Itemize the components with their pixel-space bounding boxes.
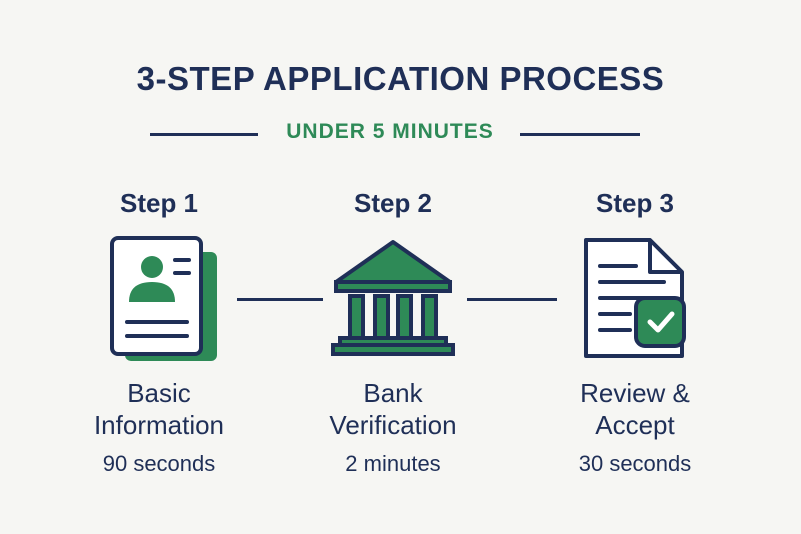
step-2-label: Step 2 bbox=[353, 188, 433, 218]
document-checkmark-icon bbox=[584, 238, 686, 358]
step-3-label: Step 3 bbox=[595, 188, 675, 218]
step-1-name: Basic Information bbox=[59, 377, 259, 441]
step-1-time: 90 seconds bbox=[102, 451, 216, 476]
connector-2-3 bbox=[467, 298, 557, 301]
step-1-label: Step 1 bbox=[119, 188, 199, 218]
step-3-name: Review & Accept bbox=[535, 377, 735, 441]
step-3-name-line-1: Review & bbox=[580, 378, 690, 408]
step-1-name-line-2: Information bbox=[93, 410, 225, 440]
subtitle-row: UNDER 5 MINUTES bbox=[0, 118, 801, 150]
subtitle: UNDER 5 MINUTES bbox=[286, 120, 494, 143]
page-title: 3-STEP APPLICATION PROCESS bbox=[136, 60, 665, 97]
step-3-name-line-2: Accept bbox=[595, 410, 675, 440]
subtitle-rule-left bbox=[150, 133, 258, 136]
step-2-time: 2 minutes bbox=[345, 451, 441, 476]
bank-building-icon bbox=[331, 240, 455, 356]
step-1-name-line-1: Basic bbox=[127, 378, 191, 408]
profile-document-icon bbox=[110, 236, 217, 361]
step-2-name: Bank Verification bbox=[293, 377, 493, 441]
subtitle-rule-right bbox=[520, 133, 640, 136]
connector-1-2 bbox=[237, 298, 323, 301]
step-2-name-line-2: Verification bbox=[329, 410, 457, 440]
step-2-name-line-1: Bank bbox=[363, 378, 423, 408]
step-3-time: 30 seconds bbox=[578, 451, 692, 476]
